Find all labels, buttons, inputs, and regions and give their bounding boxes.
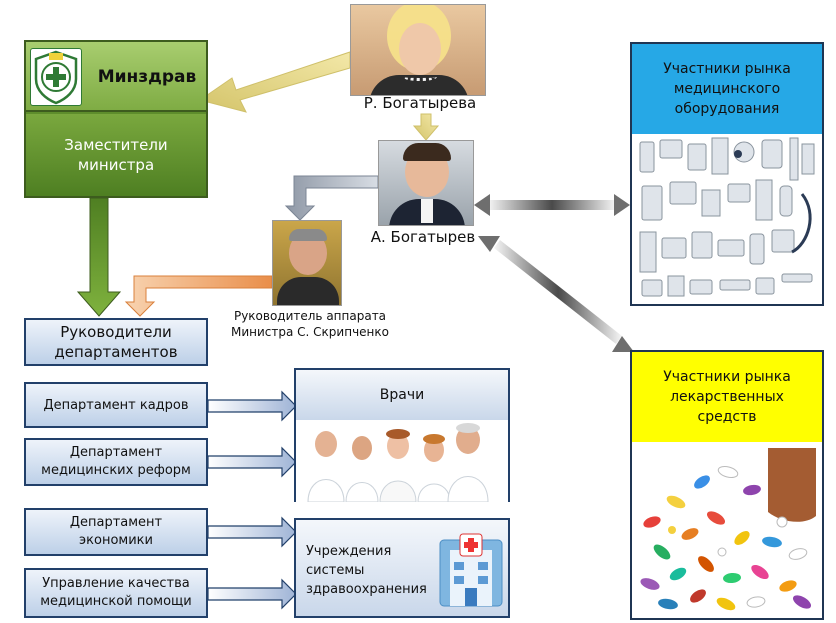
doctors-label: Врачи — [296, 370, 508, 420]
doctors-box: Врачи — [294, 368, 510, 503]
dept-arrow-1 — [207, 390, 297, 422]
ministry-header: Минздрав — [26, 42, 206, 112]
dept-arrow-3 — [207, 516, 297, 548]
equipment-market-box: Участники рынка медицинского оборудовани… — [630, 42, 824, 306]
institutions-box: Учреждения системы здравоохранения — [294, 518, 510, 618]
ministry-deputies-block: Заместители министра — [26, 114, 206, 196]
ministry-to-departments-arrow — [76, 197, 122, 317]
minister-to-ministry-arrow — [198, 51, 351, 113]
head-of-staff-photo — [272, 220, 342, 306]
minister-to-adviser-arrow — [412, 113, 440, 141]
adviser-name: А. Богатырев — [370, 228, 476, 246]
adviser-equipment-link — [474, 194, 630, 216]
department-box-2: Департамент медицинских реформ — [24, 438, 208, 486]
adviser-drugs-link — [478, 236, 634, 352]
adviser-photo — [378, 140, 474, 226]
ministry-deputies-label: Заместители министра — [64, 136, 168, 174]
ministry-emblem-icon — [30, 48, 82, 106]
dept-arrow-2 — [207, 446, 297, 478]
drugs-market-label: Участники рынка лекарственных средств — [632, 352, 822, 442]
ministry-block: Минздрав Заместители министра — [24, 40, 208, 198]
staff-to-departments-arrow — [124, 275, 273, 317]
department-heads-box: Руководители департаментов — [24, 318, 208, 366]
equipment-market-label: Участники рынка медицинского оборудовани… — [632, 44, 822, 134]
dept-arrow-4 — [207, 578, 297, 610]
ministry-title: Минздрав — [97, 67, 197, 87]
pills-image — [632, 442, 822, 618]
equipment-image — [632, 134, 822, 304]
minister-name: Р. Богатырева — [363, 94, 477, 112]
institutions-label: Учреждения системы здравоохранения — [306, 544, 427, 597]
minister-photo — [350, 4, 486, 96]
department-box-3: Департамент экономики — [24, 508, 208, 556]
hospital-icon — [436, 530, 506, 610]
drugs-market-box: Участники рынка лекарственных средств — [630, 350, 824, 620]
doctors-image — [296, 420, 508, 503]
head-of-staff-caption: Руководитель аппарата Министра С. Скрипч… — [231, 309, 389, 339]
adviser-to-staff-arrow — [284, 175, 379, 221]
department-box-4: Управление качества медицинской помощи — [24, 568, 208, 618]
department-box-1: Департамент кадров — [24, 382, 208, 428]
